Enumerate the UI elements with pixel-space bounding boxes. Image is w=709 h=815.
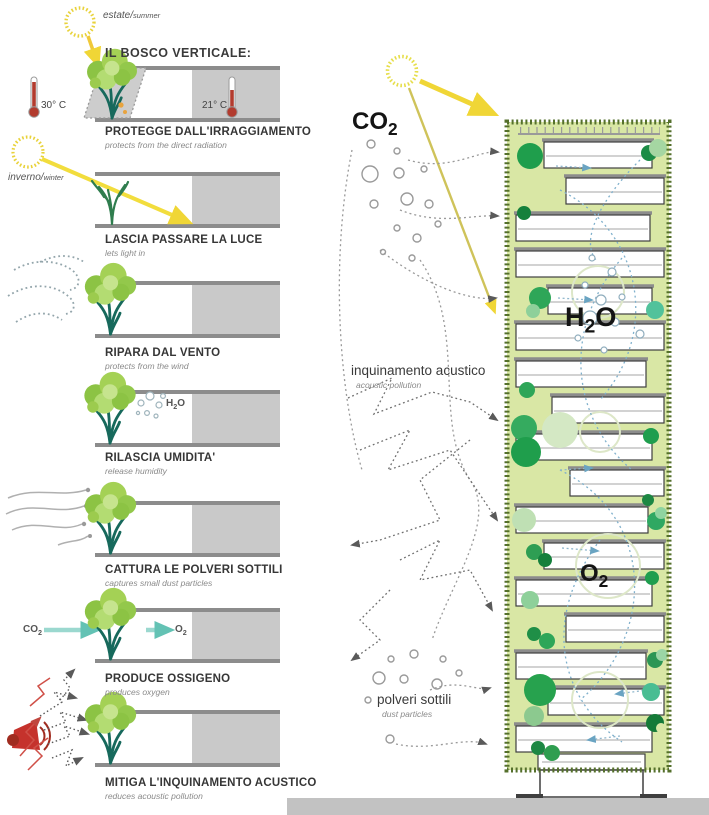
row4-subtitle: release humidity	[105, 466, 167, 476]
row4-title: RILASCIA UMIDITA'	[105, 452, 216, 464]
row6-title: PRODUCE OSSIGENO	[105, 673, 231, 685]
h2o-label-main: H2O	[565, 302, 616, 338]
tower-section	[504, 119, 672, 799]
co2-base-main: CO	[352, 108, 388, 135]
row7-subtitle: reduces acoustic pollution	[105, 791, 203, 801]
row6-subtitle: produces oxygen	[105, 687, 170, 697]
row7-title: MITIGA L'INQUINAMENTO ACUSTICO	[105, 777, 317, 789]
floor-slab-row7	[95, 710, 280, 767]
dust-particles-sublabel: dust particles	[382, 709, 433, 719]
tower-pedestal	[539, 769, 644, 798]
temp-hot-label: 30° C	[41, 100, 67, 111]
season-winter-it: inverno/	[8, 172, 44, 183]
dust-inflow-arrows	[395, 684, 492, 747]
h2o-sub: 2	[173, 402, 178, 411]
co2-sub-main: 2	[388, 118, 398, 139]
dust-bubble-field	[364, 649, 463, 744]
row2-title: LASCIA PASSARE LA LUCE	[105, 234, 263, 246]
floor-slab-row6	[95, 608, 280, 663]
floor-slab-row2	[95, 172, 280, 228]
o2-sub-main: 2	[598, 570, 609, 591]
o2-base: O	[175, 624, 183, 635]
row2-subtitle: lets light in	[105, 248, 146, 258]
season-summer-en: summer	[133, 11, 161, 20]
season-label-winter: inverno/winter	[8, 172, 64, 183]
noise-red-zigzags	[19, 677, 51, 771]
h2o-label-small: H2O	[166, 398, 185, 411]
tower-railing	[518, 127, 660, 135]
thermometer-hot-icon	[28, 76, 40, 118]
o2-base-main: O	[580, 560, 599, 587]
row1-subtitle: protects from the direct radiation	[105, 140, 227, 150]
floor-slab-row5	[95, 501, 280, 557]
co2-base: CO	[23, 624, 38, 635]
acoustic-zigzags	[347, 376, 499, 662]
o2-sub: 2	[182, 628, 187, 637]
h2o-base: H	[166, 398, 174, 409]
sun-summer-icon	[64, 6, 102, 69]
fruit-dots	[118, 102, 127, 114]
h2o-sub-main: 2	[584, 315, 596, 338]
ground-line	[287, 798, 709, 815]
co2-label-small: CO2	[23, 624, 42, 637]
o2-label-main: O2	[580, 560, 608, 592]
floor-slab-row4	[95, 390, 280, 447]
acoustic-pollution-label: inquinamento acustico	[351, 363, 486, 378]
acoustic-pollution-sublabel: acoustic pollution	[356, 380, 422, 390]
thermometer-cold-icon	[226, 76, 238, 118]
co2-inflow-arrows	[338, 147, 500, 641]
winter-tree-icon	[90, 179, 130, 226]
airflow-arcs	[559, 159, 641, 743]
tower-bubbles	[574, 254, 645, 354]
floor-slab-row3	[95, 281, 280, 338]
row3-subtitle: protects from the wind	[105, 361, 189, 371]
dust-particles-label: polveri sottili	[377, 692, 452, 707]
row5-subtitle: captures small dust particles	[105, 578, 213, 588]
co2-bubble-field	[361, 139, 442, 262]
sun-winter-icon	[11, 135, 194, 225]
tower-trees	[511, 139, 668, 761]
season-winter-en: winter	[43, 173, 64, 182]
dust-wave-lines	[5, 487, 92, 546]
sun-main-icon	[385, 54, 500, 315]
noise-zigzag-arrows	[39, 668, 90, 768]
humidity-bubbles	[135, 391, 167, 419]
row3-title: RIPARA DAL VENTO	[105, 347, 221, 359]
h2o-base-main: H	[565, 302, 585, 332]
h2o-tail-main: O	[595, 302, 617, 332]
page-title: IL BOSCO VERTICALE:	[105, 46, 252, 60]
co2-label-main: CO2	[352, 108, 398, 140]
h2o-tail: O	[177, 398, 186, 409]
season-label-summer: estate/summer	[103, 10, 160, 21]
ghost-canopies	[571, 265, 641, 729]
row5-title: CATTURA LE POLVERI SOTTILI	[105, 564, 283, 576]
row1-title: PROTEGGE DALL'IRRAGGIAMENTO	[105, 126, 311, 138]
tower-feet	[516, 794, 667, 799]
co2-sub: 2	[38, 628, 42, 637]
season-summer-it: estate/	[103, 10, 134, 21]
wind-lines	[7, 255, 85, 323]
temp-cold-label: 21° C	[202, 100, 228, 111]
o2-label-small: O2	[175, 624, 187, 637]
